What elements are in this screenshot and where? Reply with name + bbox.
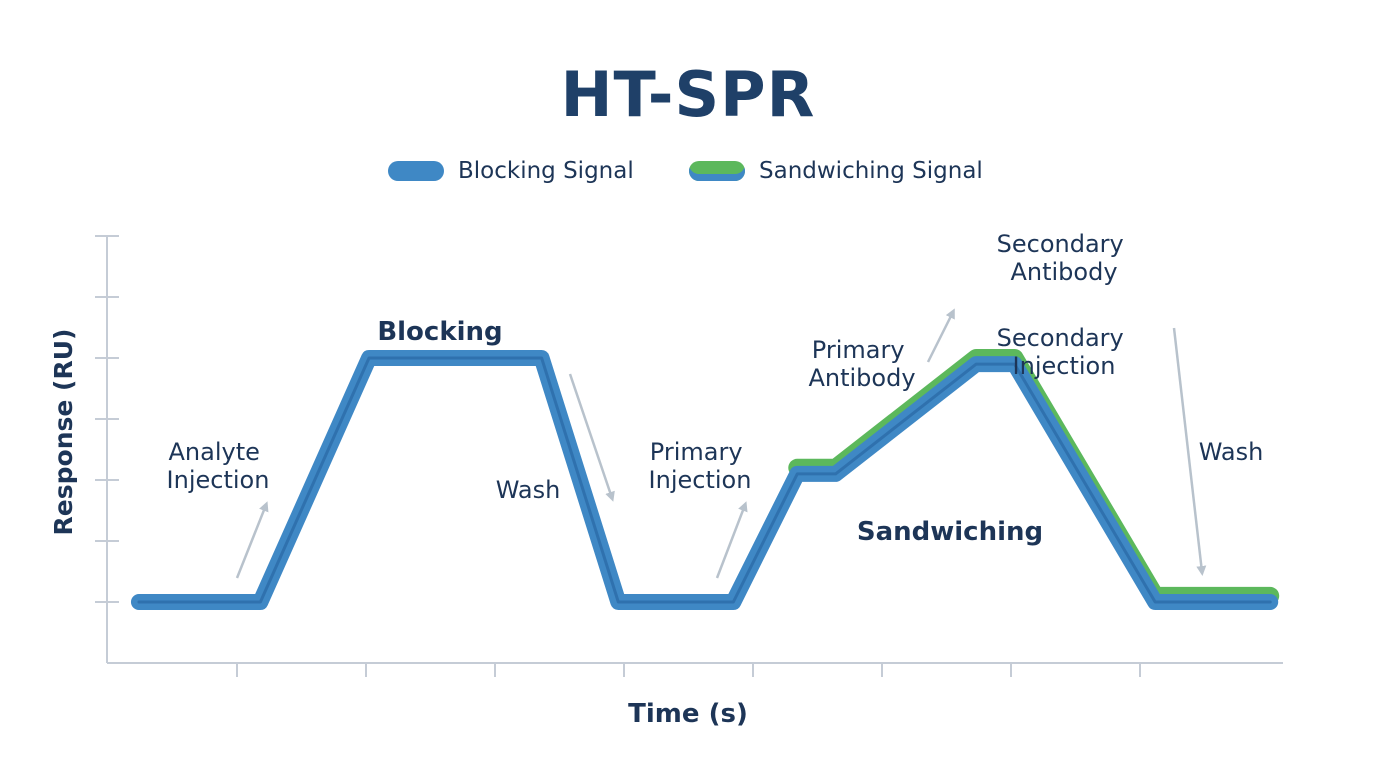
annotation-primary-antibody: Primary Antibody (808, 336, 915, 392)
series-layer (130, 349, 1280, 610)
axes (95, 235, 1283, 677)
annotation-primary-injection: Primary Injection (649, 438, 752, 494)
legend: Blocking Signal Sandwiching Signal (0, 154, 1376, 188)
annotation-arrow (715, 501, 748, 579)
chart-title: HT-SPR (560, 58, 816, 131)
arrows (235, 308, 1207, 579)
annotation-arrow (568, 373, 615, 502)
annotation-wash-2: Wash (1199, 438, 1264, 466)
annotation-secondary-injection-text: Secondary (997, 324, 1124, 352)
legend-swatch-sandwiching (689, 161, 745, 181)
annotation-wash-1: Wash (496, 476, 561, 504)
annotation-arrow (235, 501, 269, 579)
legend-item-blocking: Blocking Signal (388, 154, 634, 188)
annotation-secondary-antibody-text: Secondary (997, 230, 1124, 258)
legend-item-sandwiching: Sandwiching Signal (689, 154, 983, 188)
annotation-analyte-injection-text-line2: Injection (167, 466, 270, 494)
annotation-secondary-antibody-text-line2: Antibody (1010, 258, 1117, 286)
series-blocking-core (137, 356, 1272, 604)
annotation-arrow (926, 308, 955, 363)
legend-label-sandwiching: Sandwiching Signal (759, 158, 983, 184)
annotation-primary-injection-text: Primary (650, 438, 743, 466)
legend-swatch-blocking (388, 161, 444, 181)
annotation-secondary-injection: Secondary Injection (997, 324, 1132, 380)
x-axis-label: Time (s) (628, 699, 748, 729)
annotation-blocking: Blocking (377, 317, 502, 347)
annotation-arrow (1172, 327, 1207, 576)
annotation-secondary-injection-text-line2: Injection (1013, 352, 1116, 380)
annotation-analyte-injection-text: Analyte (168, 438, 259, 466)
annotation-primary-antibody-text: Primary (812, 336, 905, 364)
y-axis-label: Response (RU) (49, 329, 78, 536)
annotation-sandwiching: Sandwiching (857, 517, 1043, 547)
legend-label-blocking: Blocking Signal (458, 158, 634, 184)
annotation-primary-antibody-text-line2: Antibody (808, 364, 915, 392)
annotation-primary-injection-text-line2: Injection (649, 466, 752, 494)
annotation-secondary-antibody: Secondary Antibody (997, 230, 1132, 286)
annotation-analyte-injection: Analyte Injection (167, 438, 270, 494)
